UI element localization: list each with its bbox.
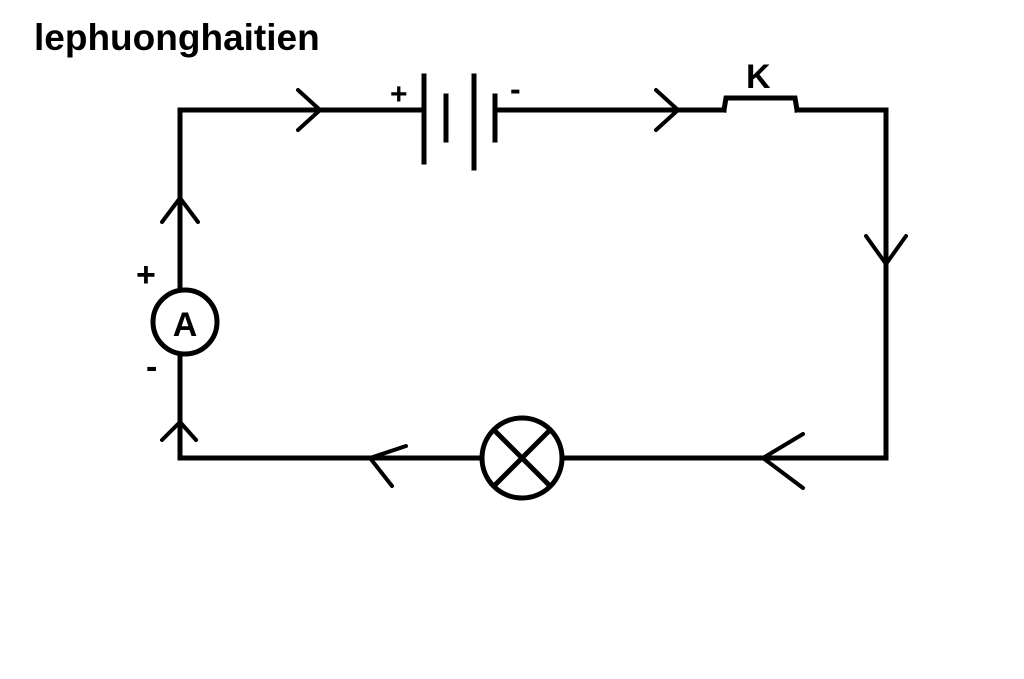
current-arrow-bottom-left — [368, 444, 408, 488]
lamp-circle — [479, 415, 565, 501]
switch-symbol — [721, 95, 800, 113]
switch-label: K — [746, 58, 771, 96]
battery-symbol — [421, 73, 498, 171]
current-arrow-bottom-right — [761, 432, 805, 490]
wire-right — [794, 107, 889, 461]
battery-plus-label: + — [390, 78, 408, 111]
ammeter-minus-label: - — [146, 348, 157, 386]
current-arrow-top-middle — [654, 88, 680, 132]
current-arrow-top-left — [296, 88, 322, 132]
current-arrow-right-side — [864, 234, 908, 266]
ammeter-circle — [150, 287, 220, 357]
current-arrow-left-upper — [160, 196, 200, 224]
author-watermark: lephuonghaitien — [34, 17, 320, 58]
ammeter-label: A — [173, 306, 198, 344]
lamp-cross-b — [490, 426, 554, 490]
lamp-symbol — [479, 415, 565, 501]
wire-bottom-left — [177, 352, 484, 461]
current-arrow-left-lower — [160, 420, 198, 442]
ammeter-plus-label: + — [136, 256, 156, 294]
ammeter-symbol — [150, 287, 220, 357]
battery-minus-label: - — [510, 71, 521, 107]
